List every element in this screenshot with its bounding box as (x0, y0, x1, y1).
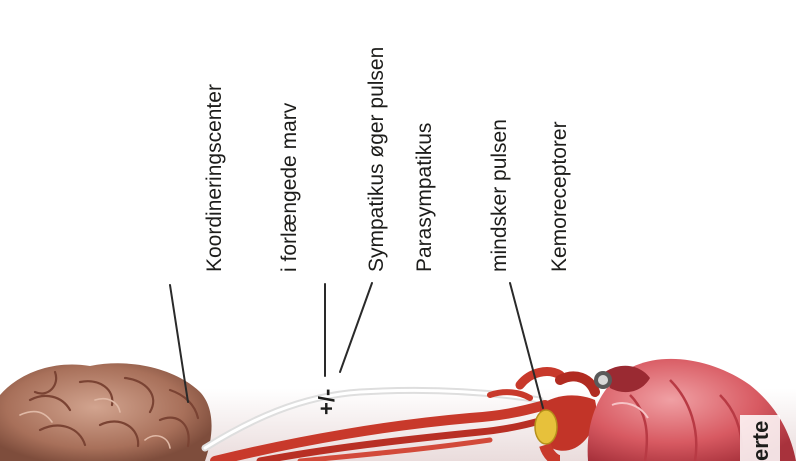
chemoreceptors-label: Kemoreceptorer (497, 121, 622, 272)
coordination-center-line2: i forlængede marv (277, 84, 302, 272)
heart-caption-partial: erte (748, 421, 774, 461)
chemoreceptors-text: Kemoreceptorer (547, 121, 572, 272)
parasympathetic-line1: Parasympatikus (412, 119, 437, 272)
chemoreceptor-body (535, 410, 557, 444)
coordination-center-line1: Koordineringscenter (202, 84, 227, 272)
plus-minus-symbol: +/- (314, 389, 340, 415)
brain (0, 363, 212, 461)
